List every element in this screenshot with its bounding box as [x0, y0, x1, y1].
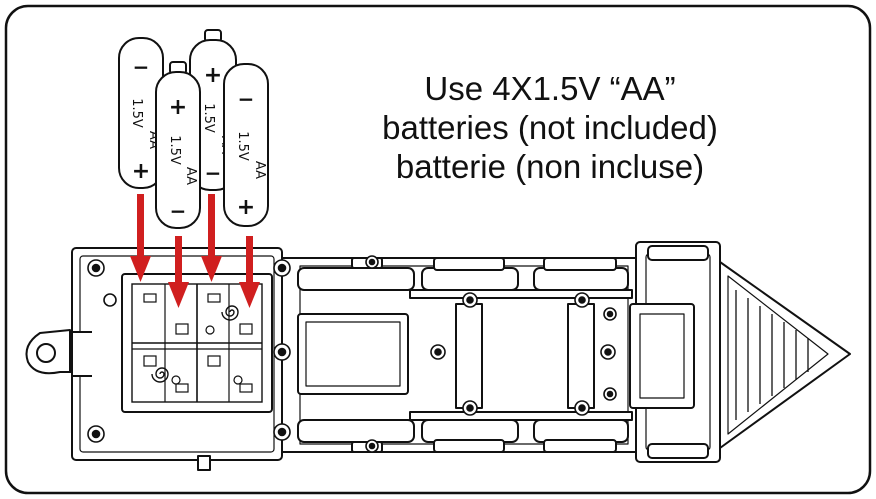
motor-box: [297, 313, 409, 395]
battery-4-minus: −: [238, 87, 255, 111]
instruction-line-1: Use 4X1.5V “AA”: [424, 70, 676, 107]
battery-3-minus: −: [205, 161, 222, 185]
screw-icons: [87, 255, 617, 453]
battery-2-minus: −: [170, 199, 187, 223]
battery-4-plus: +: [237, 195, 255, 220]
battery-1-plus: +: [132, 159, 150, 184]
battery-2-plus: +: [169, 95, 187, 120]
cow-catcher: [719, 261, 851, 449]
battery-1: − 1.5V AA +: [118, 37, 164, 189]
front-wheel-bottom: [647, 443, 709, 459]
battery-4-voltage: 1.5V: [235, 131, 250, 161]
battery-2: + 1.5V AA −: [155, 61, 201, 229]
battery-2-type: AA: [183, 167, 198, 185]
battery-3-plus: +: [204, 63, 222, 88]
wheel-set-2: [421, 257, 519, 453]
front-wheel-top: [647, 245, 709, 261]
battery-4-type: AA: [252, 161, 267, 179]
arrow-down-icon: [130, 194, 260, 308]
battery-1-minus: −: [133, 55, 150, 79]
tail-hook-hole: [36, 343, 56, 363]
instruction-line-3: batterie (non incluse): [395, 148, 705, 185]
spring-icon: [151, 305, 239, 383]
battery-3-voltage: 1.5V: [201, 103, 216, 133]
instruction-line-2: batteries (not included): [382, 109, 718, 146]
battery-2-voltage: 1.5V: [167, 135, 182, 165]
battery-4: − 1.5V AA +: [223, 63, 269, 227]
battery-1-voltage: 1.5V: [129, 98, 144, 128]
